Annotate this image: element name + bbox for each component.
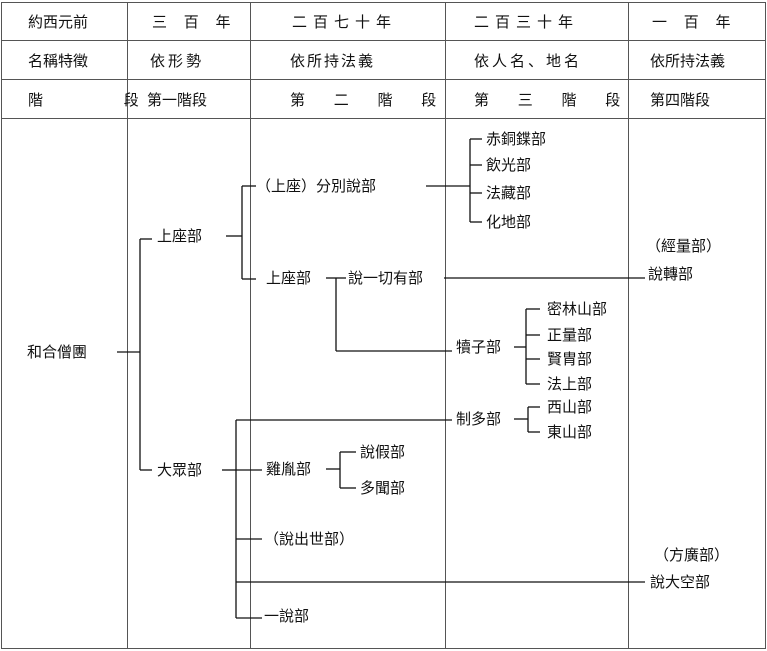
node-bahusrutiya: 多聞部 — [360, 479, 406, 497]
node-vatsiputriya: 犢子部 — [456, 338, 502, 356]
node-aparasaila: 西山部 — [547, 398, 593, 416]
header-stage2: 第 二 階 段 — [290, 91, 449, 109]
header-naming-label: 名稱特徵 — [28, 52, 89, 70]
node-vaipulya: （方廣部） — [654, 546, 730, 564]
node-mahasanghika: 大眾部 — [157, 461, 203, 479]
node-dharmottariya: 法上部 — [547, 375, 593, 393]
header-stage-label: 階 段 — [28, 91, 177, 109]
node-kasyapiya: 飲光部 — [486, 156, 532, 174]
header-date-label: 約西元前 — [28, 13, 89, 31]
node-dharmaguptaka: 法藏部 — [486, 184, 532, 202]
node-prajnaptivada: 說假部 — [360, 443, 406, 461]
node-sankrantika: 說轉部 — [648, 265, 694, 283]
node-ekavyavaharika: 一說部 — [264, 607, 310, 625]
node-sthavira-2: 上座部 — [266, 269, 312, 287]
header-stage3: 第 三 階 段 — [474, 91, 633, 109]
node-mahisasaka: 化地部 — [486, 213, 532, 231]
header-naming-stage3: 依人名、地名 — [474, 52, 583, 70]
node-lokottaravada: （說出世部） — [264, 530, 355, 548]
header-stage1: 第一階段 — [147, 91, 208, 109]
node-tamrashatiya: 赤銅鍱部 — [486, 130, 547, 148]
node-sunyavada: 說大空部 — [650, 573, 711, 591]
header-date-stage4: 一 百 年 — [652, 13, 737, 31]
node-caitika: 制多部 — [456, 410, 502, 428]
node-sarvastivada: 說一切有部 — [348, 269, 424, 287]
node-sammitiya: 正量部 — [547, 326, 593, 344]
node-bhadrayaniya: 賢胄部 — [547, 350, 593, 368]
header-date-stage2: 二百七十年 — [292, 13, 398, 31]
header-naming-stage4: 依所持法義 — [650, 52, 726, 70]
header-stage4: 第四階段 — [650, 91, 711, 109]
header-naming-stage2: 依所持法義 — [290, 52, 376, 70]
node-root: 和合僧團 — [27, 343, 88, 361]
node-channagirika: 密林山部 — [547, 300, 608, 318]
node-vibhajyavada: （上座）分別說部 — [256, 177, 377, 195]
header-date-stage1: 三 百 年 — [152, 13, 237, 31]
node-sautrantika: （經量部） — [646, 237, 722, 255]
header-date-stage3: 二百三十年 — [474, 13, 580, 31]
node-kukkutika: 雞胤部 — [266, 460, 312, 478]
node-sthavira: 上座部 — [157, 227, 203, 245]
node-purvasaila: 東山部 — [547, 423, 593, 441]
header-naming-stage1: 依形勢 — [150, 52, 205, 70]
